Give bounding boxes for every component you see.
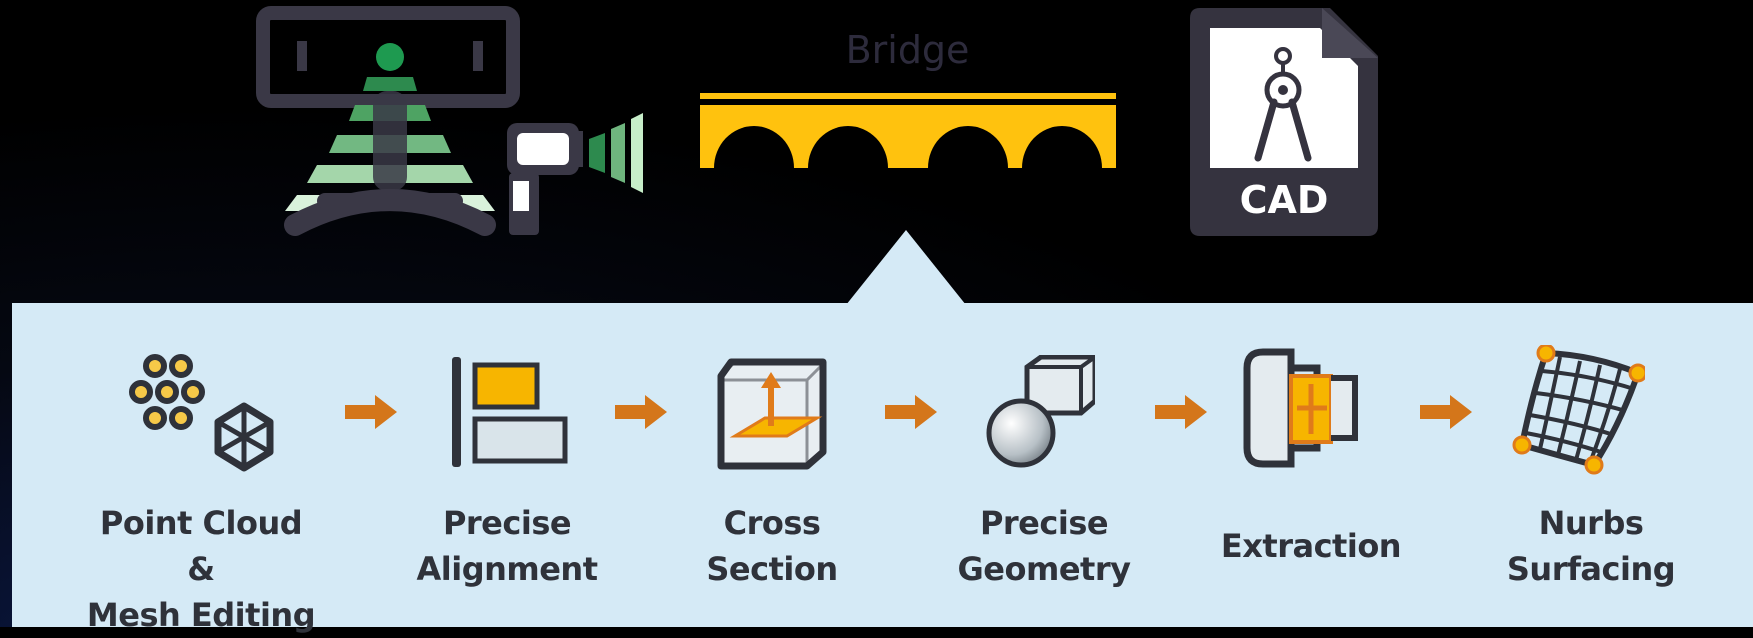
arrow-right-icon	[1155, 395, 1207, 429]
scanner-rig-icon	[256, 6, 643, 236]
callout-pointer	[846, 230, 966, 305]
step-label-line1: Precise	[442, 504, 572, 542]
workflow-panel	[12, 303, 1753, 627]
step-label-alignment: Precise Alignment	[392, 500, 622, 592]
step-label-line1: Cross	[723, 504, 821, 542]
step-label-point-cloud: Point Cloud & Mesh Editing	[86, 500, 316, 638]
cross-section-icon	[717, 358, 827, 470]
step-label-nurbs: Nurbs Surfacing	[1476, 500, 1706, 592]
arrow-right-icon	[615, 395, 667, 429]
step-label-extraction: Extraction	[1196, 523, 1426, 569]
geometry-icon	[986, 355, 1095, 468]
bridge-icon	[700, 93, 1116, 168]
step-label-line2: Section	[706, 550, 838, 588]
step-label-line1: Extraction	[1220, 527, 1402, 565]
step-label-line2: Alignment	[416, 550, 598, 588]
point-cloud-mesh-icon	[129, 354, 274, 472]
nurbs-surface-icon	[1512, 345, 1645, 475]
step-label-line2: Mesh Editing	[86, 596, 316, 634]
arrow-right-icon	[345, 395, 397, 429]
arrow-right-icon	[1420, 395, 1472, 429]
step-label-line2: Geometry	[957, 550, 1131, 588]
top-illustration: Bridge CAD	[0, 0, 1753, 310]
alignment-icon	[452, 357, 568, 467]
step-label-line1: Nurbs	[1538, 504, 1644, 542]
cad-file-icon	[1190, 8, 1378, 236]
step-label-cross-section: Cross Section	[657, 500, 887, 592]
cad-label: CAD	[1239, 178, 1329, 222]
step-label-line1: Precise	[979, 504, 1109, 542]
bridge-label: Bridge	[845, 28, 970, 72]
step-label-line1: Point Cloud &	[99, 504, 303, 588]
step-label-geometry: Precise Geometry	[929, 500, 1159, 592]
step-label-line2: Surfacing	[1506, 550, 1676, 588]
arrow-right-icon	[885, 395, 937, 429]
extraction-icon	[1243, 348, 1358, 468]
